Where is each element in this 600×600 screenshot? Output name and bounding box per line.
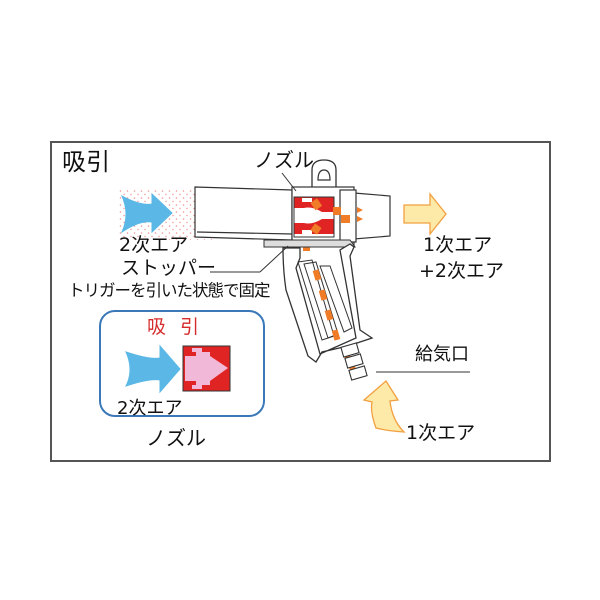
leader-lines (210, 172, 470, 373)
secondary-air-arrow-icon (120, 192, 173, 234)
label-air-inlet: 給気口 (415, 344, 469, 365)
stopper-plate (263, 239, 356, 248)
label-stopper: ストッパー (121, 257, 217, 279)
label-secondary-air: 2次エア (119, 234, 189, 256)
output-air-arrow-icon (403, 192, 447, 236)
label-output-air-line1: 1次エア (423, 234, 493, 256)
gun-handle (282, 243, 374, 363)
inset-air-arrow-icon (125, 344, 181, 394)
label-nozzle: ノズル (254, 148, 314, 172)
air-inlet-fitting (340, 342, 368, 381)
barrel-tube (194, 186, 293, 241)
label-primary-air: 1次エア (406, 422, 476, 444)
inset-label-secondary-air: 2次エア (117, 398, 183, 419)
primary-air-arrow-icon (362, 380, 406, 433)
label-output-air-line2: +2次エア (419, 260, 505, 282)
inset-title: 吸引 (147, 316, 214, 338)
inset-nozzle (182, 345, 231, 392)
label-trigger-lock: トリガーを引いた状態で固定 (68, 281, 270, 300)
inset-caption-nozzle: ノズル (146, 426, 206, 450)
diagram-title: 吸引 (62, 148, 110, 176)
